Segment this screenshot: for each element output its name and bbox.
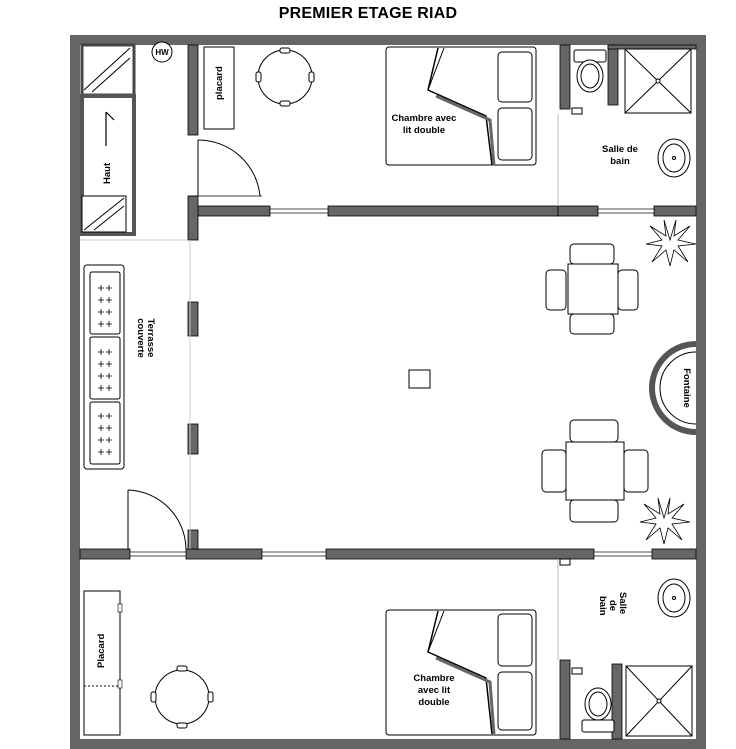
sofa-terrasse: [83, 264, 125, 470]
placard-top: [203, 46, 235, 130]
chambre-top-label-2: lit double: [403, 125, 445, 136]
plant-top: [645, 219, 697, 267]
wall-lower-2: [185, 548, 263, 560]
wall-lower-1: [79, 548, 131, 560]
sdb-top-label-1: Salle de: [602, 144, 638, 155]
center-square: [408, 369, 431, 389]
wall-bath-bottom-v: [559, 659, 571, 740]
column-1: [187, 301, 199, 337]
terrasse-label-1: Terrasse: [145, 319, 156, 358]
bed-top: [385, 46, 537, 166]
wall-shower-bottom-v: [611, 663, 623, 740]
chambre-top-label-1: Chambre avec: [392, 113, 457, 124]
placard-top-label: placard: [214, 66, 225, 100]
openings: [129, 195, 655, 557]
bed-bottom: [385, 609, 537, 736]
window-upper-1: [269, 208, 329, 214]
wall-top: [70, 35, 706, 45]
wall-upper-3: [557, 205, 599, 217]
terrasse-label-2: couverte: [135, 318, 146, 358]
dining-set-1: [545, 243, 639, 335]
fountain: [649, 341, 697, 435]
terrasse-boundary: [80, 239, 191, 549]
bathroom-top: [571, 48, 692, 178]
staircase: [80, 43, 136, 236]
table-bottom-room: [150, 665, 214, 729]
fontaine-label: Fontaine: [681, 368, 692, 408]
chambre-bottom-label-1: Chambre: [413, 673, 454, 684]
chambre-bottom-label-2: avec lit: [418, 685, 451, 696]
bathroom-bottom: [559, 558, 693, 737]
water-heater: HW: [151, 41, 173, 63]
column-3: [187, 529, 199, 550]
sdb-bottom-label-2: de: [607, 600, 618, 611]
dining-set-2: [541, 419, 649, 523]
window-upper-2: [597, 208, 655, 214]
wall-top-room-left: [187, 44, 199, 136]
table-top-room: [255, 47, 315, 107]
wall-left: [70, 35, 80, 749]
plant-bottom: [639, 497, 691, 545]
sdb-top-label-2: bain: [610, 156, 630, 167]
wall-right: [696, 35, 706, 749]
door-gap-lower: [129, 551, 187, 557]
wall-upper-2: [327, 205, 559, 217]
wall-top-room-left-2: [187, 195, 199, 241]
door-top-room: [197, 139, 261, 197]
sdb-bottom-label-1: Salle: [617, 592, 628, 614]
window-lower-1: [261, 551, 327, 557]
hw-label: HW: [155, 48, 169, 57]
wall-upper-1: [189, 205, 271, 217]
wall-shower-top-h: [607, 44, 697, 50]
wall-bath-top-v: [559, 44, 571, 110]
placard-bottom: [83, 590, 123, 736]
window-lower-2: [593, 551, 653, 557]
haut-label: Haut: [102, 162, 113, 184]
door-terrasse: [127, 489, 187, 550]
wall-upper-4: [653, 205, 697, 217]
column-2: [187, 423, 199, 455]
placard-bottom-label: Placard: [96, 633, 107, 668]
outer-walls: [70, 35, 706, 749]
wall-lower-3: [325, 548, 595, 560]
wall-bottom: [70, 739, 706, 749]
wall-shower-top-v: [607, 44, 619, 106]
plan-title: PREMIER ETAGE RIAD: [278, 5, 458, 22]
sdb-bottom-label-3: bain: [597, 596, 608, 616]
chambre-bottom-label-3: double: [418, 697, 449, 708]
wall-lower-4: [651, 548, 697, 560]
